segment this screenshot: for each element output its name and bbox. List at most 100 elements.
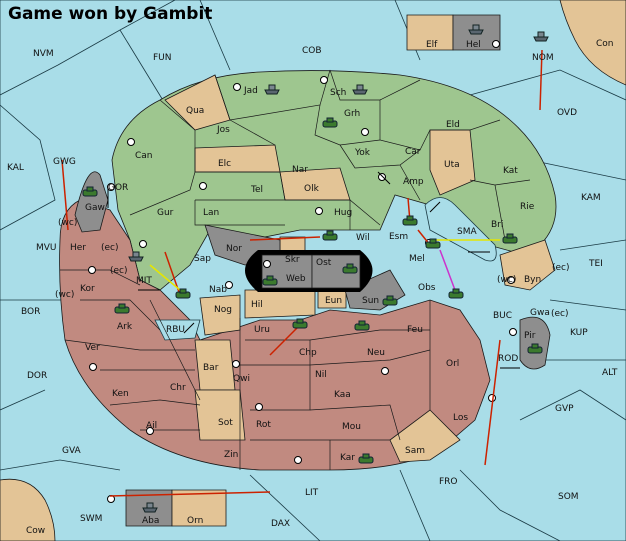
label-eun: Eun <box>325 296 342 306</box>
label-feu: Feu <box>407 325 423 335</box>
province-borders <box>60 69 531 470</box>
label-mou: Mou <box>342 422 361 432</box>
fleet-unit-aba[interactable] <box>142 502 158 513</box>
label-rie: Rie <box>520 202 535 212</box>
label-elc: Elc <box>218 159 231 169</box>
army-unit-kar[interactable] <box>358 453 374 464</box>
army-unit-wil[interactable] <box>322 230 338 241</box>
label-eld: Eld <box>446 120 460 130</box>
label-dor: DOR <box>27 371 47 381</box>
lake-sma <box>424 197 497 262</box>
label-cow: Cow <box>26 526 45 536</box>
province-pir-grey <box>519 316 551 370</box>
label-amp: Amp <box>403 177 424 187</box>
army-unit-grh[interactable] <box>322 117 338 128</box>
label-nvm: NVM <box>33 49 54 59</box>
label-her: Her <box>70 243 86 253</box>
label-kat: Kat <box>503 166 518 176</box>
label-wil: Wil <box>356 233 370 243</box>
army-unit-feu[interactable] <box>354 320 370 331</box>
label-kor: Kor <box>80 284 95 294</box>
label-uru: Uru <box>254 325 270 335</box>
fleet-unit-hel[interactable] <box>468 24 484 35</box>
army-unit-ark[interactable] <box>114 303 130 314</box>
label-ver: Ver <box>85 343 100 353</box>
label-web: Web <box>286 274 306 284</box>
army-unit-esm[interactable] <box>402 215 418 226</box>
label-chp: Chp <box>299 348 317 358</box>
label-ec-2: (ec) <box>110 266 128 276</box>
label-nom: NOM <box>532 53 554 63</box>
label-kal: KAL <box>7 163 24 173</box>
province-con <box>559 0 626 86</box>
label-mvu: MVU <box>36 243 57 253</box>
label-skr: Skr <box>285 255 300 265</box>
label-fun: FUN <box>153 53 172 63</box>
label-ovd: OVD <box>557 108 577 118</box>
game-title: Game won by Gambit <box>8 4 212 24</box>
province-sam <box>389 409 461 463</box>
label-los: Los <box>453 413 468 423</box>
fleet-unit-mit[interactable] <box>128 251 144 262</box>
province-sot <box>194 389 246 441</box>
label-lit: LIT <box>305 488 319 498</box>
label-dax: DAX <box>271 519 290 529</box>
label-ost: Ost <box>316 258 332 268</box>
label-mit: MIT <box>136 276 152 286</box>
label-gur: Gur <box>157 208 174 218</box>
army-unit-sap[interactable] <box>175 288 191 299</box>
label-kar: Kar <box>340 453 355 463</box>
label-con: Con <box>596 39 614 49</box>
label-nar: Nar <box>292 165 308 175</box>
label-olk: Olk <box>304 184 320 194</box>
label-bor: BOR <box>21 307 40 317</box>
army-unit-ost[interactable] <box>342 263 358 274</box>
army-unit-uru[interactable] <box>292 318 308 329</box>
label-byn: Byn <box>524 275 541 285</box>
label-gvp: GVP <box>555 404 574 414</box>
label-elf: Elf <box>426 40 438 50</box>
label-zin: Zin <box>224 450 238 460</box>
label-sch: Sch <box>330 88 346 98</box>
label-hil: Hil <box>251 300 263 310</box>
fleet-unit-sch[interactable] <box>352 84 368 95</box>
label-hug: Hug <box>334 208 352 218</box>
army-unit-bri[interactable] <box>502 233 518 244</box>
label-gor: GOR <box>108 183 128 193</box>
label-qua: Qua <box>186 106 204 116</box>
fleet-unit-nom[interactable] <box>533 31 549 42</box>
label-gwg: GWG <box>53 157 76 167</box>
units-layer <box>82 24 549 513</box>
label-tei: TEI <box>588 259 603 269</box>
label-grh: Grh <box>344 109 360 119</box>
province-nog <box>199 294 241 336</box>
label-alt: ALT <box>602 368 618 378</box>
label-buc: BUC <box>493 311 512 321</box>
fleet-unit-jad[interactable] <box>264 84 280 95</box>
label-bar: Bar <box>203 363 219 373</box>
label-qwi: Qwi <box>233 374 250 384</box>
army-unit-web[interactable] <box>262 275 278 286</box>
province-orn <box>171 489 227 527</box>
province-ost <box>311 254 361 289</box>
label-pir: Pir <box>524 331 536 341</box>
label-kam: KAM <box>581 193 601 203</box>
army-unit-sun[interactable] <box>382 295 398 306</box>
label-yok: Yok <box>354 148 371 158</box>
province-elc <box>194 144 281 173</box>
army-unit-gaw[interactable] <box>82 186 98 197</box>
province-labels: NVM FUN COB Elf Hel Con NOM OVD KAL GWG … <box>7 39 618 536</box>
label-gva: GVA <box>62 446 82 456</box>
army-unit-pir[interactable] <box>527 343 543 354</box>
label-wc-1: (wc) <box>58 218 77 228</box>
label-wc-3: (wc) <box>497 275 516 285</box>
label-gaw: Gaw <box>85 203 105 213</box>
label-nil: Nil <box>315 370 327 380</box>
label-ark: Ark <box>117 322 133 332</box>
province-gaw <box>74 171 109 233</box>
label-orn: Orn <box>187 516 203 526</box>
army-unit-mel[interactable] <box>425 238 441 249</box>
army-unit-obs[interactable] <box>448 288 464 299</box>
label-cob: COB <box>302 46 322 56</box>
